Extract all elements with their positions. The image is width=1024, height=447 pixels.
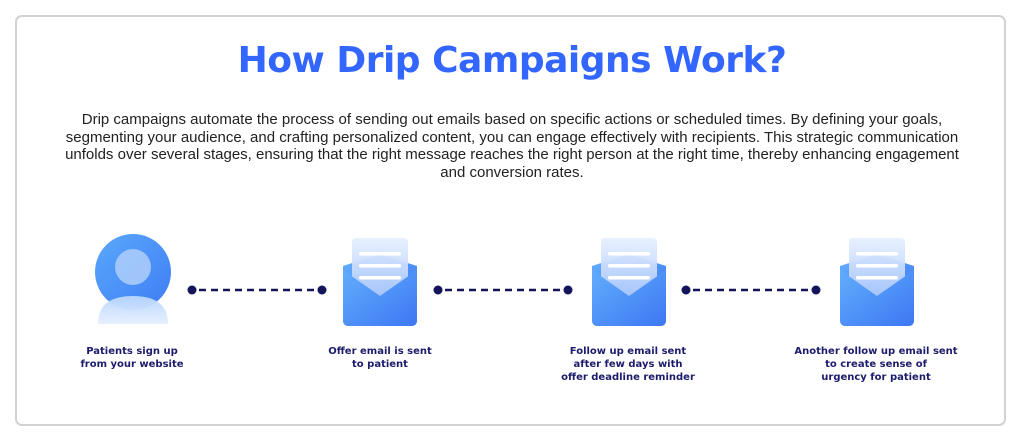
open-envelope-icon bbox=[592, 238, 666, 326]
step-4-label: Another follow up email sent to create s… bbox=[794, 346, 958, 383]
connector-1 bbox=[187, 285, 327, 295]
step-3-label: Follow up email sent after few days with… bbox=[561, 346, 695, 383]
step-3-icon-wrapper bbox=[590, 236, 668, 328]
infographic-card bbox=[15, 15, 1006, 426]
user-icon bbox=[95, 234, 171, 324]
step-2-icon-wrapper bbox=[341, 236, 419, 328]
connector-3 bbox=[681, 285, 821, 295]
step-1-label: Patients sign up from your website bbox=[80, 346, 184, 370]
description-paragraph: Drip campaigns automate the process of s… bbox=[65, 111, 959, 181]
step-1-icon-wrapper bbox=[92, 232, 174, 328]
connector-2 bbox=[433, 285, 573, 295]
step-4-icon-wrapper bbox=[838, 236, 916, 328]
open-envelope-icon bbox=[343, 238, 417, 326]
step-2-label: Offer email is sent to patient bbox=[328, 346, 432, 370]
page-title: How Drip Campaigns Work? bbox=[237, 40, 787, 81]
open-envelope-icon bbox=[840, 238, 914, 326]
